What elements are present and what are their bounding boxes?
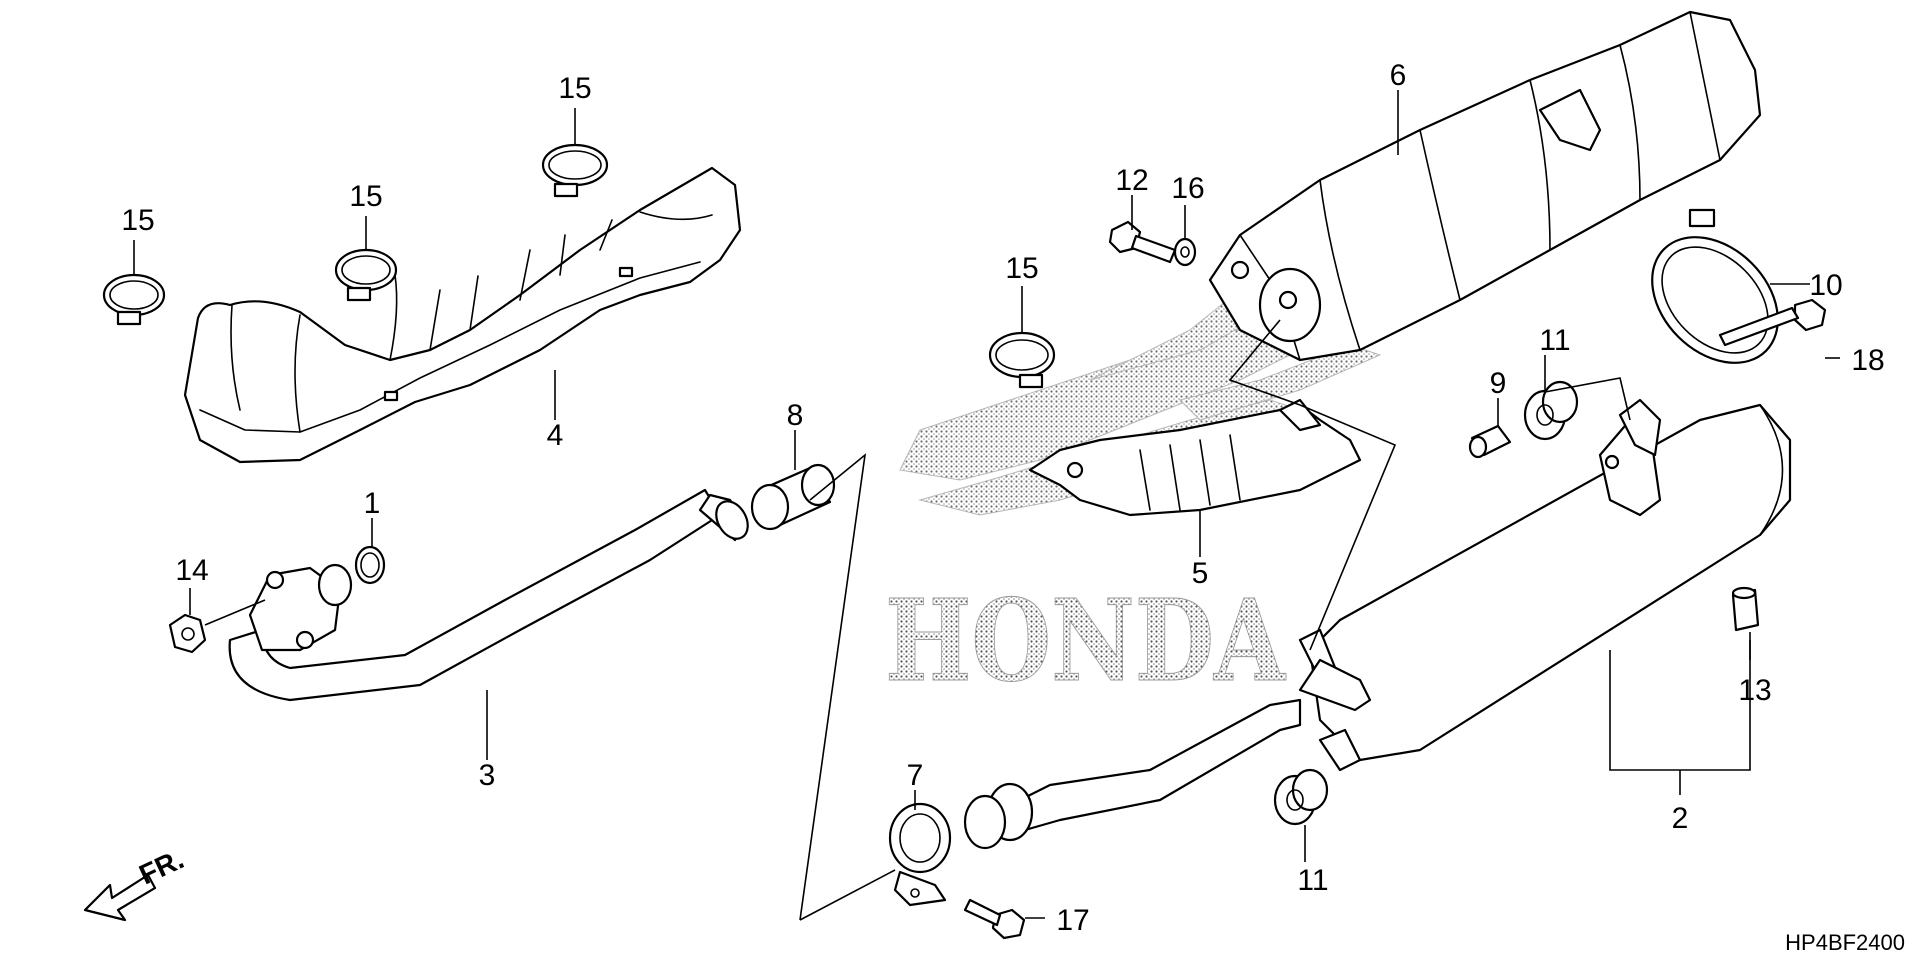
part-11-grommet-b: [1273, 768, 1329, 826]
callout-10: 10: [1809, 269, 1842, 302]
callout-3: 3: [479, 759, 496, 792]
part-15-hose-clamp-a: [102, 273, 166, 326]
part-11-grommet-a: [1523, 380, 1579, 441]
part-5-heat-protector: [1028, 398, 1362, 517]
callout-5: 5: [1192, 557, 1209, 590]
callout-11-top: 11: [1539, 324, 1570, 357]
callout-13: 13: [1738, 674, 1771, 707]
part-2-muffler: [963, 398, 1792, 850]
callout-15-left: 15: [121, 204, 154, 237]
part-7-pipe-clamp: [888, 802, 952, 907]
part-1-gasket: [354, 545, 386, 585]
part-8-sleeve: [750, 463, 836, 531]
part-15-hose-clamp-d: [988, 331, 1056, 389]
part-16-washer: [1173, 237, 1197, 267]
callout-15-right: 15: [1005, 252, 1038, 285]
part-10-band: [1651, 208, 1779, 364]
part-17-bolt: [963, 898, 1026, 940]
callouts: 1 2 3 4 5 6 7 8 9 10 11 11 12 13 14 15 1…: [121, 59, 1884, 937]
callout-17: 17: [1056, 904, 1089, 937]
callout-18: 18: [1851, 344, 1884, 377]
callout-8: 8: [787, 399, 804, 432]
part-9-collar: [1468, 424, 1512, 459]
part-13-plug: [1731, 586, 1760, 632]
part-15-hose-clamp-c: [541, 143, 609, 198]
callout-4: 4: [547, 419, 564, 452]
callout-6: 6: [1390, 59, 1407, 92]
part-12-bolt: [1108, 220, 1177, 264]
callout-7: 7: [907, 759, 924, 792]
part-3-exhaust-pipe: [228, 488, 749, 702]
callout-16: 16: [1171, 172, 1204, 205]
part-6-muffler-cover: [1208, 10, 1762, 362]
part-4-heat-shield: [183, 166, 742, 464]
callout-15-middle: 15: [349, 180, 382, 213]
callout-1: 1: [364, 487, 381, 520]
callout-11-bottom: 11: [1297, 864, 1328, 897]
honda-watermark-text: HONDA: [885, 576, 1287, 707]
part-15-hose-clamp-b: [334, 248, 398, 302]
diagram-code: HP4BF2400: [1785, 930, 1905, 955]
leader-lines: [133, 90, 1840, 921]
callout-2: 2: [1672, 802, 1689, 835]
part-14-nut: [168, 613, 207, 654]
front-direction-arrow: [83, 873, 157, 922]
part-18-bolt: [1718, 298, 1827, 347]
callout-15-top: 15: [558, 72, 591, 105]
callout-9: 9: [1490, 367, 1507, 400]
callout-14: 14: [175, 554, 208, 587]
callout-12: 12: [1115, 164, 1148, 197]
